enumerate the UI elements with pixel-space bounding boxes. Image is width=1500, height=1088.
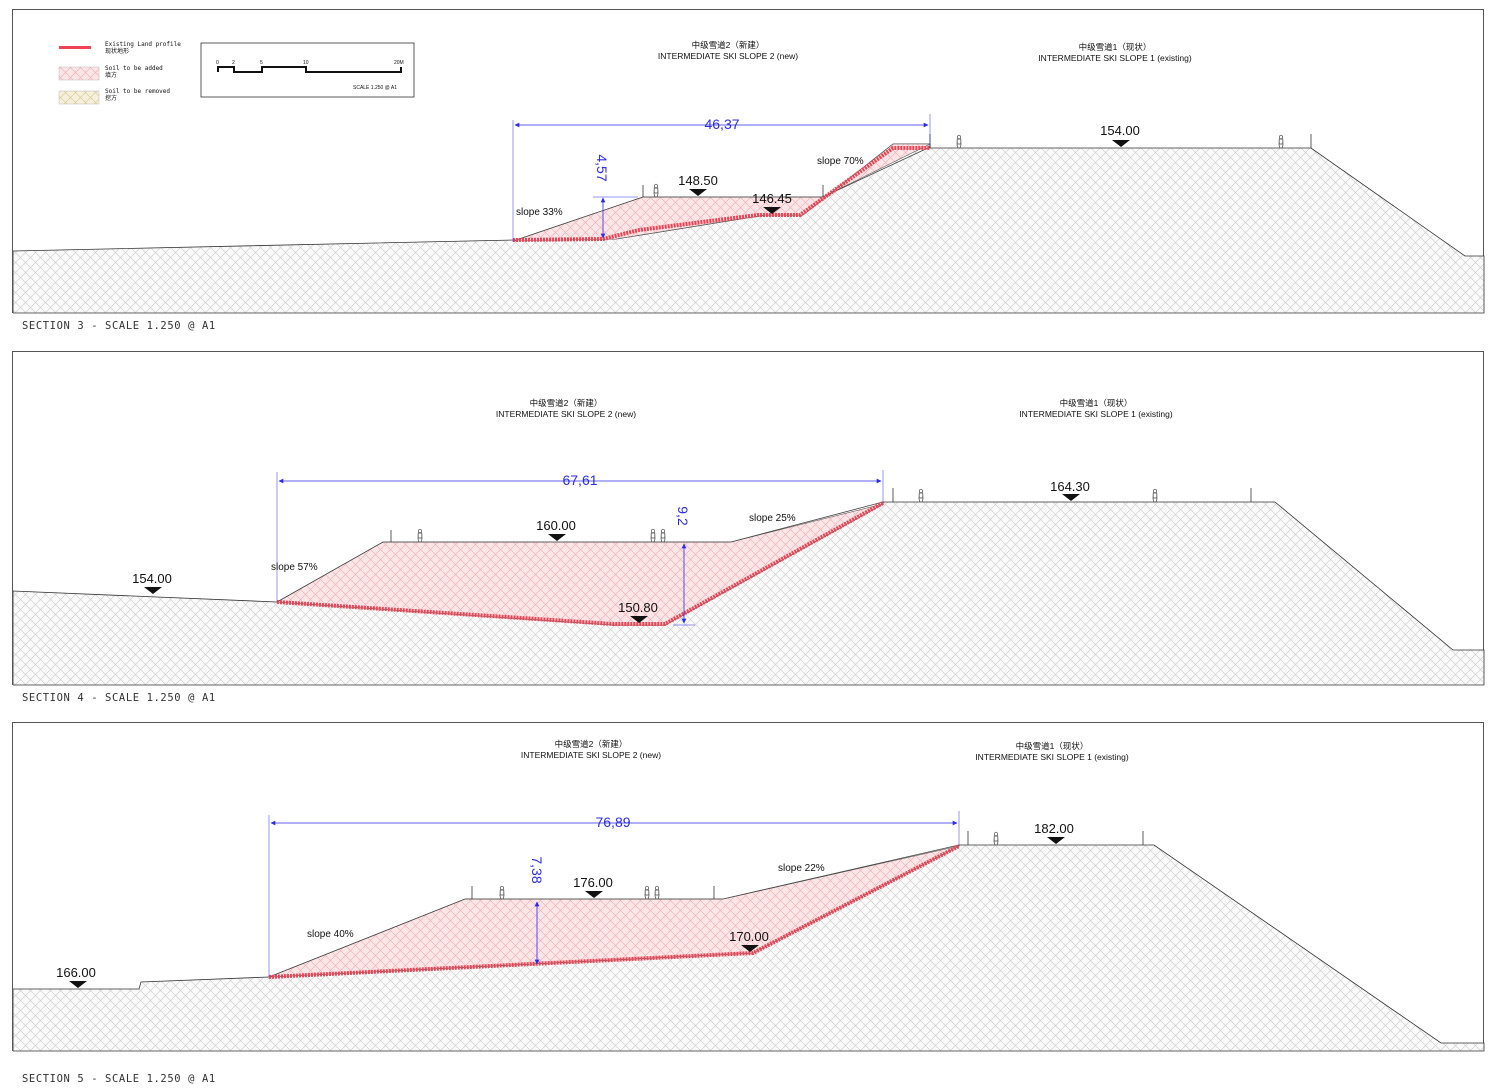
slope-label: slope 25% bbox=[749, 513, 796, 524]
existing-land-profile bbox=[268, 844, 960, 979]
elevation-marker bbox=[630, 616, 648, 623]
depth-dimension: 4,57 bbox=[594, 154, 610, 182]
ground-mass bbox=[13, 501, 1485, 686]
legend-existing-swatch bbox=[59, 46, 91, 49]
width-dimension: 46,37 bbox=[704, 116, 740, 132]
elevation-label: 176.00 bbox=[573, 875, 613, 890]
elevation-marker bbox=[689, 189, 707, 196]
elevation-marker bbox=[1047, 837, 1065, 844]
legend-soil-added-swatch bbox=[58, 66, 100, 81]
slope-label: slope 70% bbox=[817, 156, 864, 167]
scale-tick: 10 bbox=[303, 60, 309, 66]
scale-tick: 5 bbox=[260, 60, 263, 66]
legend-soil-removed-swatch bbox=[58, 90, 100, 105]
section-5-title: SECTION 5 - SCALE 1.250 @ A1 bbox=[22, 1073, 216, 1085]
design-profile-line bbox=[268, 844, 960, 978]
existing-slope-label: 中级雪道1（现状）INTERMEDIATE SKI SLOPE 1 (exist… bbox=[1038, 42, 1192, 63]
elevation-label: 164.30 bbox=[1050, 479, 1090, 494]
elevation-label: 154.00 bbox=[132, 571, 172, 586]
elevation-label: 166.00 bbox=[56, 965, 96, 980]
slope-label: slope 33% bbox=[516, 207, 563, 218]
slope-label: slope 40% bbox=[307, 929, 354, 940]
elevation-label: 170.00 bbox=[729, 929, 769, 944]
width-dimension: 67,61 bbox=[562, 472, 598, 488]
scale-tick: 20M bbox=[394, 60, 404, 66]
scale-bar-box bbox=[200, 42, 415, 98]
elevation-label: 150.80 bbox=[618, 600, 658, 615]
elevation-marker bbox=[585, 891, 603, 898]
ground-mass bbox=[13, 143, 1485, 314]
existing-slope-label: 中级雪道1（现状）INTERMEDIATE SKI SLOPE 1 (exist… bbox=[975, 741, 1129, 762]
width-dimension: 76,89 bbox=[595, 814, 631, 830]
depth-dimension: 9,2 bbox=[675, 506, 691, 526]
elevation-marker bbox=[1112, 140, 1130, 147]
elevation-marker bbox=[548, 534, 566, 541]
slope-label: slope 22% bbox=[778, 863, 825, 874]
existing-slope-label: 中级雪道1（现状）INTERMEDIATE SKI SLOPE 1 (exist… bbox=[1019, 398, 1173, 419]
elevation-label: 182.00 bbox=[1034, 821, 1074, 836]
scale-bar bbox=[217, 66, 402, 73]
section-4-title: SECTION 4 - SCALE 1.250 @ A1 bbox=[22, 692, 216, 704]
elevation-marker bbox=[1062, 494, 1080, 501]
elevation-label: 160.00 bbox=[536, 518, 576, 533]
elevation-marker bbox=[763, 207, 781, 214]
section-5-drawing bbox=[13, 811, 1485, 1052]
design-profile-line bbox=[276, 501, 884, 603]
new-slope-label: 中级雪道2（新建）INTERMEDIATE SKI SLOPE 2 (new) bbox=[657, 40, 799, 61]
scale-tick: 2 bbox=[232, 60, 235, 66]
section-4-drawing bbox=[13, 470, 1485, 686]
section-5-panel: 中级雪道2（新建）INTERMEDIATE SKI SLOPE 2 (new) … bbox=[12, 722, 1485, 1052]
depth-dimension: 7,38 bbox=[529, 856, 545, 884]
design-profile-line bbox=[512, 146, 931, 242]
elevation-marker bbox=[741, 945, 759, 952]
scale-tick: 0 bbox=[216, 60, 219, 66]
elevation-marker bbox=[69, 981, 87, 988]
elevation-label: 146.45 bbox=[752, 191, 792, 206]
existing-land-profile bbox=[512, 146, 930, 242]
new-slope-label: 中级雪道2（新建）INTERMEDIATE SKI SLOPE 2 (new) bbox=[495, 398, 637, 419]
existing-land-profile bbox=[276, 501, 884, 626]
elevation-marker bbox=[144, 587, 162, 594]
scale-caption: SCALE 1.250 @ A1 bbox=[353, 85, 397, 91]
section-4-panel: 中级雪道2（新建）INTERMEDIATE SKI SLOPE 2 (new) … bbox=[12, 351, 1485, 686]
section-3-drawing bbox=[13, 42, 1485, 314]
new-slope-label: 中级雪道2（新建）INTERMEDIATE SKI SLOPE 2 (new) bbox=[520, 739, 662, 760]
elevation-label: 148.50 bbox=[678, 173, 718, 188]
elevation-label: 154.00 bbox=[1100, 123, 1140, 138]
section-3-title: SECTION 3 - SCALE 1.250 @ A1 bbox=[22, 320, 216, 332]
slope-label: slope 57% bbox=[271, 562, 318, 573]
